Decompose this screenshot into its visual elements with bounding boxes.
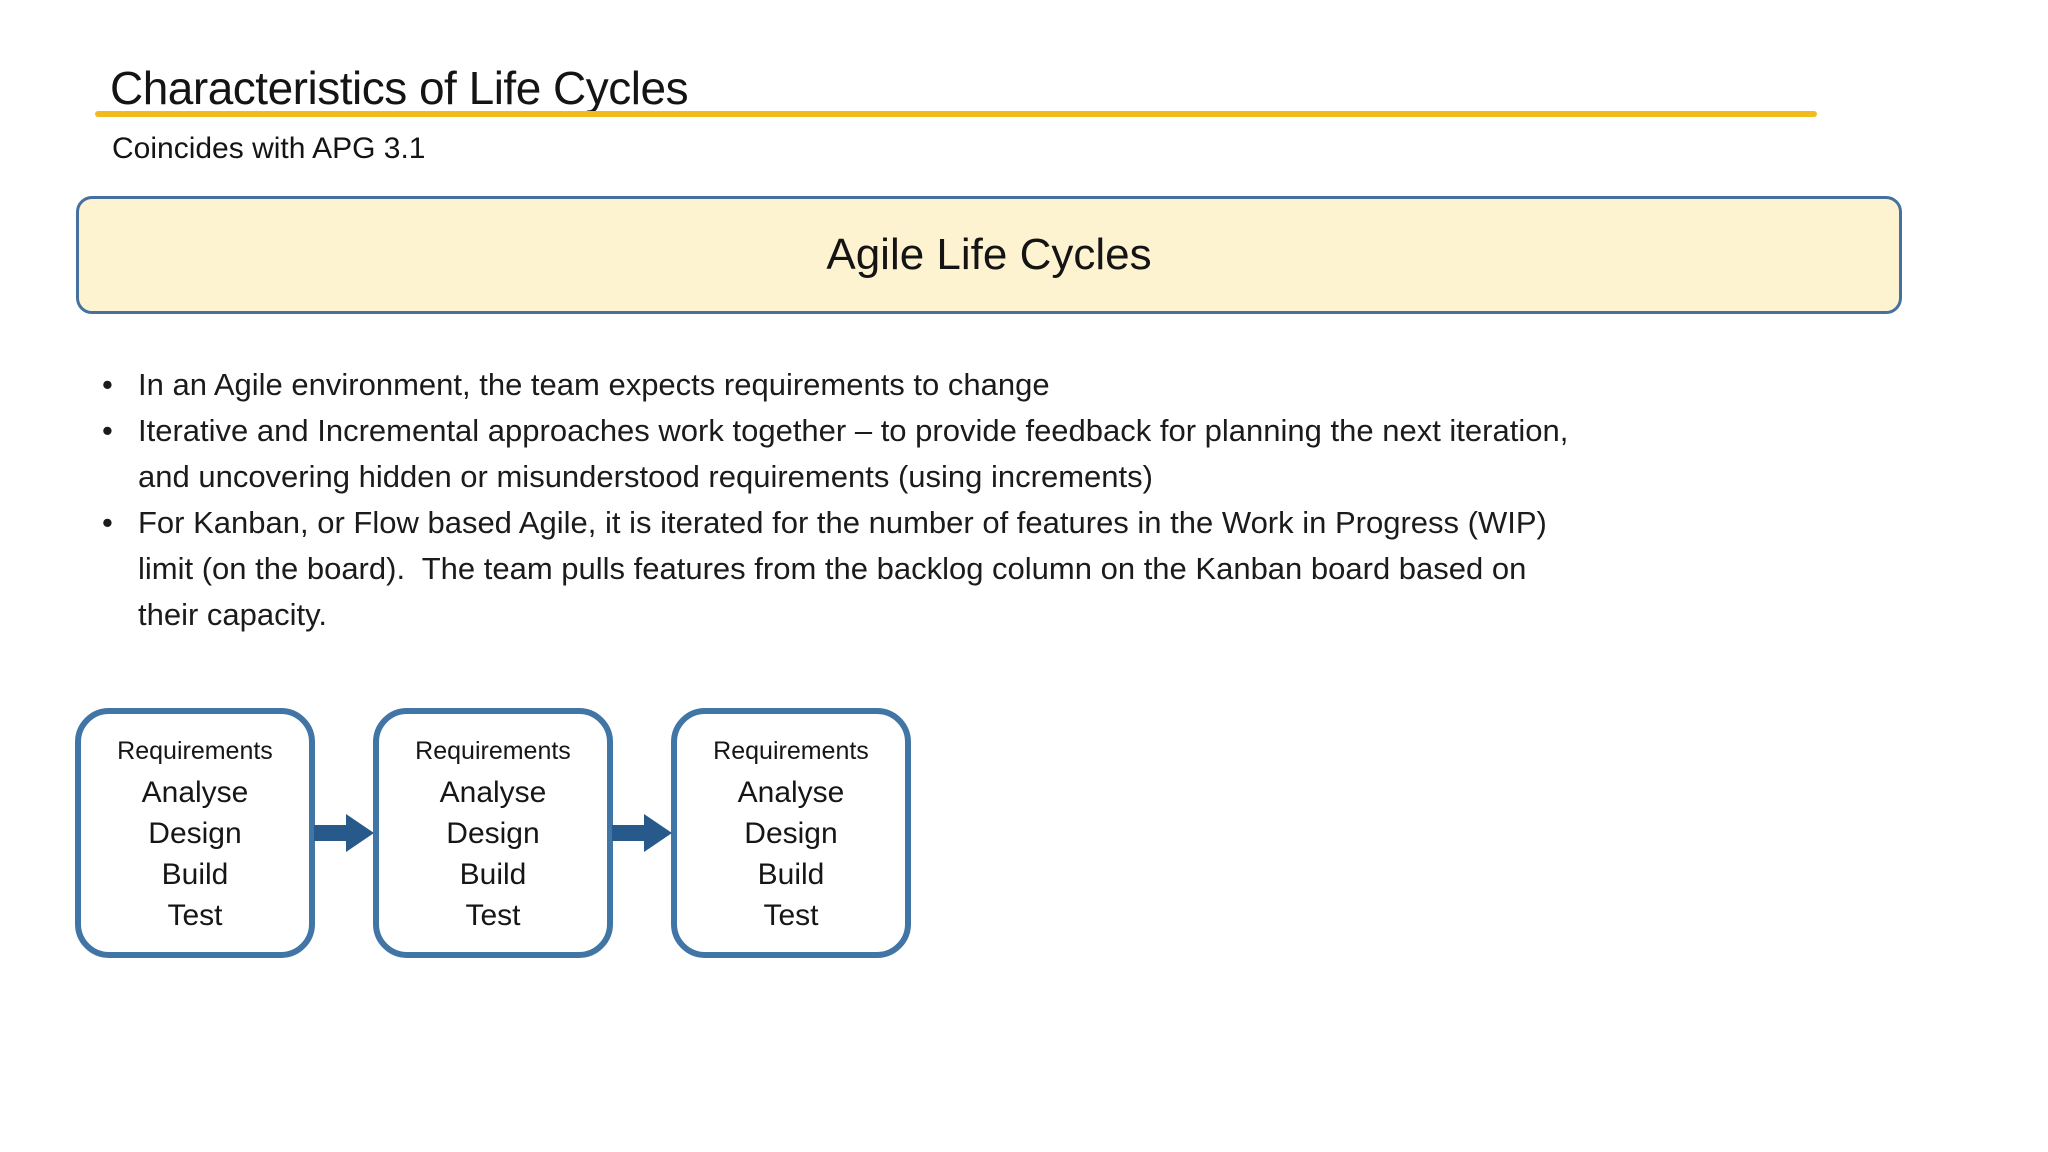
title-underline-rule xyxy=(95,111,1817,117)
iteration-box: Requirements Analyse Design Build Test xyxy=(671,708,911,958)
box-line: Design xyxy=(446,816,540,850)
bullet-item: In an Agile environment, the team expect… xyxy=(100,362,1590,408)
iteration-box: Requirements Analyse Design Build Test xyxy=(373,708,613,958)
right-arrow-icon xyxy=(612,814,672,852)
iteration-flow-diagram: Requirements Analyse Design Build Test R… xyxy=(75,708,911,958)
box-line: Requirements xyxy=(713,736,869,765)
box-line: Design xyxy=(148,816,242,850)
box-line: Analyse xyxy=(737,775,845,809)
box-line: Build xyxy=(459,857,527,891)
box-line: Analyse xyxy=(439,775,547,809)
box-line: Test xyxy=(167,898,223,932)
bullet-item: Iterative and Incremental approaches wor… xyxy=(100,408,1590,500)
right-arrow-icon xyxy=(314,814,374,852)
box-line: Analyse xyxy=(141,775,249,809)
banner-label: Agile Life Cycles xyxy=(826,230,1152,279)
box-line: Build xyxy=(757,857,825,891)
agile-life-cycles-banner: Agile Life Cycles xyxy=(76,196,1902,314)
iteration-box: Requirements Analyse Design Build Test xyxy=(75,708,315,958)
bullet-list: In an Agile environment, the team expect… xyxy=(100,362,1590,638)
box-line: Design xyxy=(744,816,838,850)
box-line: Requirements xyxy=(117,736,273,765)
box-line: Test xyxy=(763,898,819,932)
box-line: Build xyxy=(161,857,229,891)
bullet-item: For Kanban, or Flow based Agile, it is i… xyxy=(100,500,1590,638)
page-title: Characteristics of Life Cycles xyxy=(110,61,689,114)
slide-subtitle: Coincides with APG 3.1 xyxy=(112,132,426,165)
box-line: Requirements xyxy=(415,736,571,765)
box-line: Test xyxy=(465,898,521,932)
